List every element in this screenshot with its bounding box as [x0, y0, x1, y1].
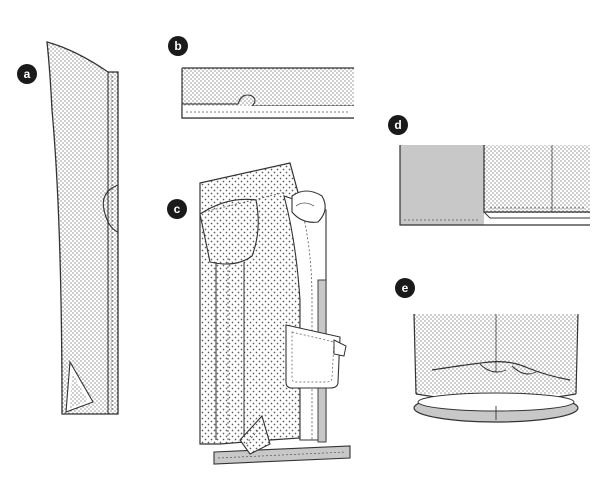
front-facing-piece	[46, 41, 119, 415]
sleeve-pleat-fold	[479, 363, 537, 375]
svg-text:e: e	[402, 281, 409, 295]
svg-text:a: a	[24, 67, 31, 81]
panel-e: e	[395, 278, 579, 423]
panel-b: b	[168, 36, 354, 119]
svg-text:b: b	[174, 39, 181, 53]
hem-corner-fold	[239, 414, 271, 455]
collar-roll	[291, 190, 326, 223]
inside-pocket-stitching	[291, 331, 335, 383]
collar-band-outline	[181, 106, 354, 119]
panel-a-badge: a	[17, 64, 37, 84]
panel-d-hem-fold	[483, 211, 590, 219]
panel-c-badge: c	[167, 199, 187, 219]
svg-text:c: c	[174, 202, 181, 216]
pocket-curve	[102, 184, 119, 233]
svg-text:d: d	[394, 118, 401, 132]
collar-fold-line	[182, 94, 354, 107]
panel-d: d	[388, 115, 590, 226]
lining-shaded-area	[400, 145, 484, 225]
hem-corner-detail	[245, 425, 263, 445]
lining-shoulder	[199, 198, 259, 265]
panel-a: a	[17, 41, 119, 415]
panel-b-badge: b	[168, 36, 188, 56]
sleeve-vent-pleat	[431, 361, 571, 381]
panel-c: c	[167, 162, 351, 465]
panel-e-badge: e	[395, 278, 415, 298]
pocket-tab	[333, 339, 347, 357]
sleeve-outline	[413, 313, 579, 395]
outer-fabric-area	[484, 145, 590, 213]
hem-fold-dots	[70, 372, 88, 408]
panel-d-badge: d	[388, 115, 408, 135]
collar-roll-detail	[295, 202, 315, 207]
inside-pocket	[285, 324, 341, 389]
hem-band-stitching	[217, 451, 347, 459]
